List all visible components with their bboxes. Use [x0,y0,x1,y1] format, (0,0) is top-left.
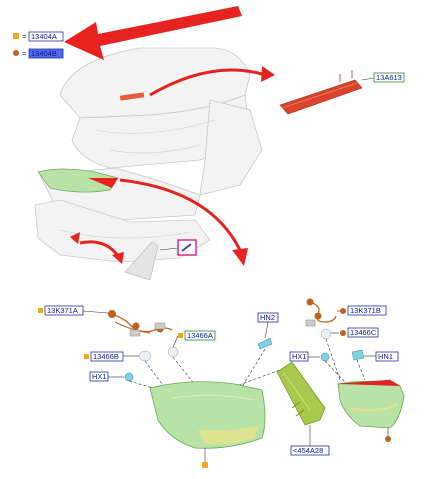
arrow-to-reflector-head [112,252,124,264]
legend-code-box-2 [28,48,64,59]
bulb-13466C [320,328,332,340]
label-box-13K371B [347,305,387,316]
arrow-to-brake-light-head [261,66,275,82]
label-13A613: 13A613 [376,73,402,82]
label-box-HX1-left [89,371,109,382]
label-13K371B: 13K371B [350,306,381,315]
orange-square-icon [13,33,19,39]
right-tail-lamp-part [337,379,405,429]
left-tail-lamp-part [149,381,266,449]
orange-square-icon [84,354,89,359]
third-brake-light-part [279,70,375,115]
reflector-part [124,241,159,281]
arrow-to-lamp-detail-head [232,248,248,266]
arrow-to-reflector-line [79,240,120,257]
car-rear-body [34,47,263,263]
legend-equals-1: = [22,32,27,41]
label-box-13K371A [44,305,84,316]
lamp-red-accent [88,178,118,188]
brown-circle-icon [340,330,346,336]
label-box-HN1 [375,351,399,362]
orange-square-icon [38,308,43,313]
brown-circle-icon [13,50,19,56]
label-HX1-left: HX1 [92,372,107,381]
rear-quarter-right [199,99,263,196]
legend-code-13404A: 13404A [31,32,57,41]
bracket-part [276,361,326,426]
legend: = 13404A = 13404B [13,31,64,59]
right-socket-wiring [305,298,337,327]
label-454A28: <454A28 [293,446,323,455]
label-13466A: 13466A [187,331,213,340]
vehicle-brake-light [119,92,145,101]
arrow-to-brake-light-line [149,68,263,97]
arrow-to-lamp-detail-line [119,178,242,251]
brown-circle-icon [340,308,346,314]
label-13K371A: 13K371A [47,306,78,315]
label-box-13466C [347,327,379,338]
label-box-13A613 [373,72,405,83]
legend-code-box-1 [28,31,64,42]
label-box-454A28 [290,445,330,456]
bulb-13466B [138,350,152,362]
brown-circle-icon [385,436,391,442]
label-13466B: 13466B [93,352,119,361]
orange-square-icon [178,333,183,338]
label-HN1: HN1 [378,352,393,361]
label-box-13466A [184,330,216,341]
bulb-13466A [167,346,179,358]
bumper-reflector [70,232,80,244]
screwdriver-icon [181,243,192,252]
label-HN2: HN2 [260,313,275,322]
connector-HN1 [351,349,365,361]
legend-code-13404B: 13404B [31,49,57,58]
label-13466C: 13466C [350,328,377,337]
seal-HX1-right [320,352,330,362]
label-HX1-right: HX1 [292,352,307,361]
label-box-HX1-right [289,351,309,362]
red-arrow-to-legend [64,6,242,60]
orange-square-icon [202,462,208,468]
legend-equals-2: = [22,49,27,58]
label-box-13466B [90,351,124,362]
connector-HN2 [257,337,273,350]
left-socket-wiring [108,310,173,337]
seal-HX1-left [124,372,134,382]
